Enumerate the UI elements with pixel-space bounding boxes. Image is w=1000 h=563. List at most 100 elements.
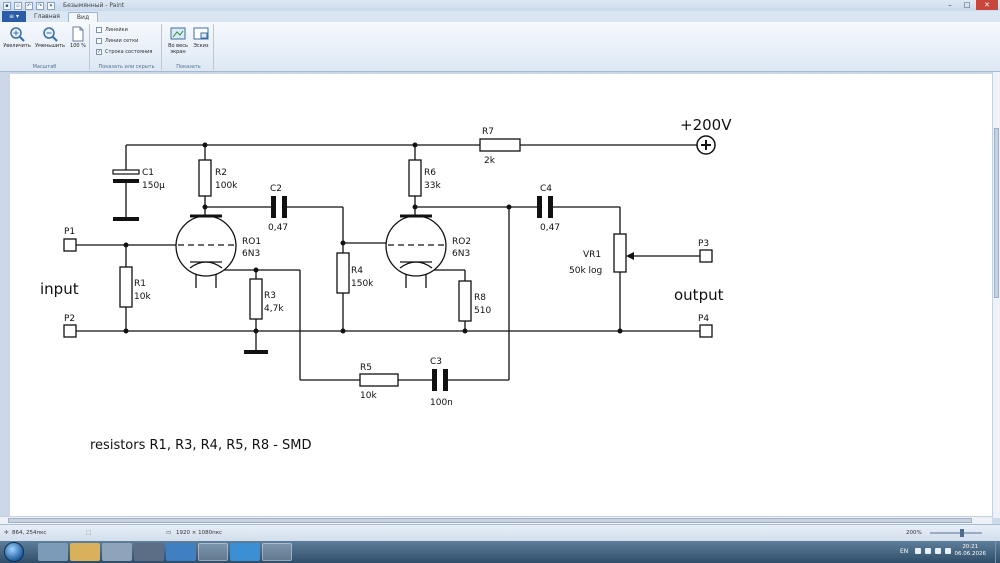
taskbar-save-icon[interactable]	[134, 543, 164, 561]
input-label: input	[40, 280, 79, 298]
zoom-group-label: Масштаб	[32, 64, 57, 70]
capacitor-c3	[432, 369, 448, 391]
port-p1-label: P1	[64, 227, 75, 237]
capacitor-c2	[271, 196, 287, 218]
c2-value: 0,47	[268, 223, 288, 233]
work-area: +200V input output resistors R1, R3, R4,…	[0, 72, 992, 516]
vertical-scroll-thumb[interactable]	[994, 128, 999, 298]
title-bar: ▪ ▫ ↶ ↷ ▾ Безымянный - Paint – □ ✕	[0, 0, 1000, 11]
r2-value: 100k	[215, 181, 238, 191]
thumbnail-button[interactable]: Эскиз	[191, 26, 211, 49]
port-p4-label: P4	[698, 314, 709, 324]
close-button[interactable]: ✕	[976, 0, 998, 10]
taskbar-browser-icon[interactable]	[230, 543, 260, 561]
tube-ro1	[175, 214, 237, 277]
zoom-out-button[interactable]: Уменьшить	[33, 26, 67, 49]
gridlines-label: Линии сетки	[105, 38, 139, 44]
statusbar-checkbox[interactable]: ✓Строка состояния	[96, 49, 152, 55]
fullscreen-button[interactable]: Во весь экран	[166, 26, 190, 55]
redo-icon[interactable]: ↷	[36, 1, 44, 10]
checkmark-icon: ✓	[96, 49, 102, 55]
selection-icon: ⬚	[86, 530, 92, 536]
tray-icons	[915, 548, 951, 554]
taskbar-paint-icon[interactable]	[262, 543, 292, 561]
horizontal-scrollbar[interactable]	[0, 516, 992, 524]
checkbox-box	[96, 38, 102, 44]
display-group-label: Показать	[176, 64, 201, 70]
port-p3-label: P3	[698, 239, 709, 249]
cursor-icon: ✛	[4, 530, 9, 536]
taskbar-explorer-icon[interactable]	[70, 543, 100, 561]
c2-name: C2	[270, 184, 282, 194]
flag-icon[interactable]	[925, 548, 931, 554]
paint-menu-button[interactable]: ≡ ▾	[2, 11, 26, 22]
thumbnail-label: Эскиз	[193, 43, 209, 49]
output-label: output	[674, 286, 724, 304]
capacitor-c4	[537, 196, 553, 218]
resistor-r5	[359, 373, 399, 387]
supply-label: +200V	[680, 116, 732, 134]
zoom-group: Увеличить Уменьшить 100 % Масштаб	[0, 24, 90, 70]
resistor-r4	[336, 252, 350, 294]
network-icon[interactable]	[935, 548, 941, 554]
c3-value: 100n	[430, 398, 453, 408]
show-hide-group-label: Показать или скрыть	[98, 64, 155, 70]
taskbar-oscilloscope-icon[interactable]	[198, 543, 228, 561]
rulers-checkbox[interactable]: Линейки	[96, 27, 128, 33]
tab-view[interactable]: Вид	[67, 12, 99, 22]
taskbar-app-icon[interactable]	[166, 543, 196, 561]
quick-access-toolbar: ▪ ▫ ↶ ↷ ▾	[3, 1, 55, 10]
language-indicator[interactable]: EN	[900, 548, 909, 555]
vr1-name: VR1	[583, 250, 601, 260]
drawing-canvas[interactable]: +200V input output resistors R1, R3, R4,…	[10, 74, 992, 516]
statusbar-label: Строка состояния	[105, 49, 153, 55]
maximize-button[interactable]: □	[963, 1, 971, 9]
arrow-up-icon[interactable]	[915, 548, 921, 554]
volume-icon[interactable]	[945, 548, 951, 554]
zoom-100-button[interactable]: 100 %	[69, 26, 87, 49]
r8-value: 510	[474, 306, 491, 316]
r3-name: R3	[264, 291, 276, 301]
show-desktop-button[interactable]	[995, 541, 1000, 563]
window-title: Безымянный - Paint	[63, 2, 125, 9]
r1-name: R1	[134, 279, 146, 289]
clock[interactable]: 20:21 06.06.2026	[955, 544, 987, 558]
zoom-slider-knob[interactable]	[960, 529, 964, 537]
canvas-size: 1920 × 1080пкс	[176, 530, 223, 536]
gridlines-checkbox[interactable]: Линии сетки	[96, 38, 138, 44]
start-button[interactable]	[4, 542, 24, 562]
taskbar-files-icon[interactable]	[102, 543, 132, 561]
qat-dropdown-icon[interactable]: ▾	[47, 1, 55, 10]
horizontal-scroll-thumb[interactable]	[8, 518, 972, 523]
save-icon[interactable]: ▫	[14, 1, 22, 10]
r7-name: R7	[482, 127, 494, 137]
zoom-in-icon	[10, 27, 25, 42]
taskbar: EN 20:21 06.06.2026	[0, 541, 1000, 563]
taskbar-ie-icon[interactable]	[38, 543, 68, 561]
page-icon	[72, 26, 84, 42]
r6-value: 33k	[424, 181, 441, 191]
vertical-scrollbar[interactable]	[992, 72, 1000, 518]
zoom-slider[interactable]	[930, 529, 982, 537]
show-hide-group: Линейки Линии сетки ✓Строка состояния По…	[92, 24, 162, 70]
minimize-button[interactable]: –	[948, 1, 952, 9]
ro1-name: RO1	[242, 237, 261, 247]
canvas-size-icon: ▭	[166, 530, 172, 536]
cursor-position: 864, 254пкс	[12, 530, 47, 536]
potentiometer-vr1	[613, 233, 634, 273]
undo-icon[interactable]: ↶	[25, 1, 33, 10]
tab-home[interactable]: Главная	[34, 13, 60, 20]
junction-dots	[123, 142, 623, 334]
c3-name: C3	[430, 357, 442, 367]
r7-value: 2k	[484, 156, 496, 166]
resistor-r3	[249, 278, 263, 320]
paint-app-icon[interactable]: ▪	[3, 1, 11, 10]
fullscreen-icon	[170, 27, 186, 40]
display-group: Во весь экран Эскиз Показать	[164, 24, 214, 70]
resistor-r2	[198, 159, 212, 197]
rulers-label: Линейки	[105, 27, 128, 33]
zoom-in-button[interactable]: Увеличить	[3, 26, 31, 49]
resistor-r1	[119, 266, 133, 308]
resistor-r8	[458, 280, 472, 322]
